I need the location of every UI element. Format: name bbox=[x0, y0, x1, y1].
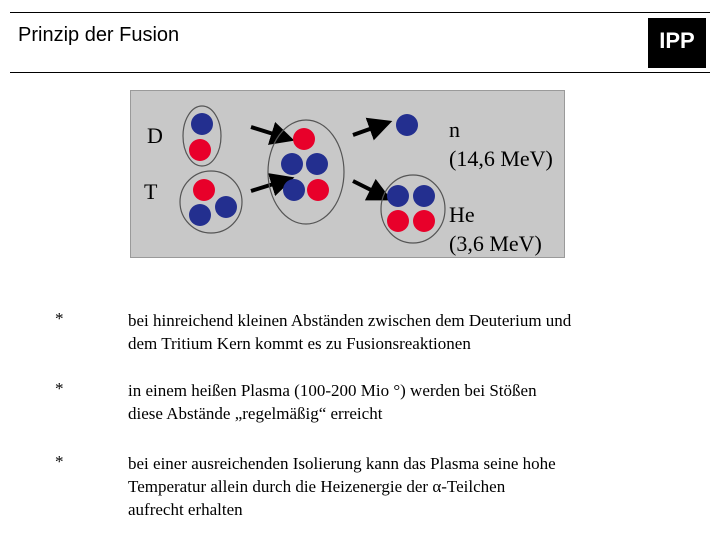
product-neutron bbox=[396, 114, 418, 136]
neutron-label: n bbox=[449, 117, 460, 142]
fusion-diagram-graphic bbox=[179, 105, 446, 244]
bullet-line: bei hinreichend kleinen Abständen zwisch… bbox=[128, 311, 572, 330]
compound-neutron bbox=[283, 179, 305, 201]
deuterium-label: D bbox=[147, 123, 163, 148]
bullet-marker: * bbox=[55, 379, 64, 398]
bullet-line: dem Tritium Kern kommt es zu Fusionsreak… bbox=[128, 334, 471, 353]
helium-outline bbox=[380, 174, 446, 244]
helium-label: He bbox=[449, 202, 475, 227]
tritium-proton bbox=[193, 179, 215, 201]
bullet-line: bei einer ausreichenden Isolierung kann … bbox=[128, 454, 556, 473]
compound-proton bbox=[293, 128, 315, 150]
arrow-icon bbox=[352, 117, 393, 141]
bullet-line: in einem heißen Plasma (100-200 Mio °) w… bbox=[128, 381, 537, 400]
bullet-line: aufrecht erhalten bbox=[128, 500, 243, 519]
header-bottom-rule bbox=[10, 72, 710, 73]
compound-neutron bbox=[306, 153, 328, 175]
ipp-logo: IPP bbox=[648, 18, 706, 68]
compound-neutron bbox=[281, 153, 303, 175]
tritium-outline bbox=[179, 170, 243, 234]
helium-neutron bbox=[413, 185, 435, 207]
bullet-marker: * bbox=[55, 309, 64, 328]
fusion-diagram: D T n (14,6 MeV) He (3,6 MeV) bbox=[130, 90, 565, 258]
deuterium-outline bbox=[182, 105, 222, 167]
bullet-line: Temperatur allein durch die Heizenergie … bbox=[128, 477, 506, 496]
bullet-marker: * bbox=[55, 452, 64, 471]
helium-proton bbox=[387, 210, 409, 232]
arrow-icon bbox=[352, 178, 392, 201]
compound-proton bbox=[307, 179, 329, 201]
deuterium-neutron bbox=[191, 113, 213, 135]
tritium-neutron bbox=[189, 204, 211, 226]
compound-nucleus-outline bbox=[267, 119, 345, 225]
arrow-icon bbox=[250, 173, 295, 197]
bullet-line: diese Abstände „regelmäßig“ erreicht bbox=[128, 404, 383, 423]
helium-proton bbox=[413, 210, 435, 232]
deuterium-proton bbox=[189, 139, 211, 161]
page-title: Prinzip der Fusion bbox=[18, 24, 180, 46]
tritium-label: T bbox=[144, 179, 158, 204]
arrow-icon bbox=[250, 121, 295, 145]
helium-neutron bbox=[387, 185, 409, 207]
logo-text: IPP bbox=[659, 28, 694, 53]
header-top-rule bbox=[10, 12, 710, 13]
tritium-neutron bbox=[215, 196, 237, 218]
helium-energy: (3,6 MeV) bbox=[449, 231, 542, 256]
neutron-energy: (14,6 MeV) bbox=[449, 146, 553, 171]
